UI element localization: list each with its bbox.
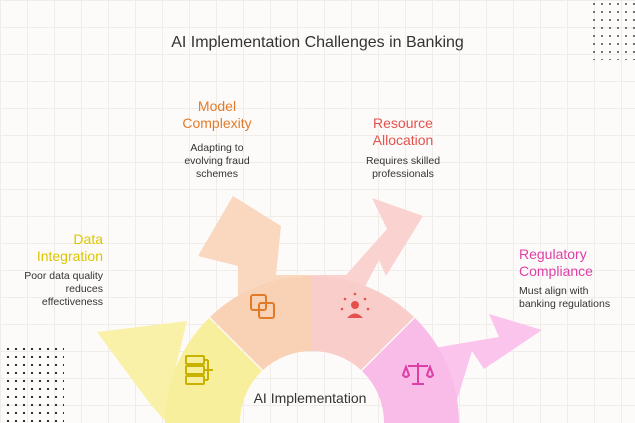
heading-model-complexity: Model Complexity: [182, 98, 252, 131]
heading-data-integration: Data Integration: [36, 231, 103, 264]
professional-person-icon: [340, 292, 370, 318]
balance-scale-icon: [401, 363, 435, 385]
database-stack-icon: [185, 355, 213, 385]
desc-regulatory-compliance: Must align with banking regulations: [519, 285, 611, 310]
page-title: AI Implementation Challenges in Banking: [171, 34, 464, 51]
desc-data-integration: Poor data quality reduces effectiveness: [24, 270, 103, 308]
heading-resource-allocation: Resource Allocation: [372, 115, 434, 148]
arc-segment-data-integration: [164, 318, 262, 423]
arrow-resource-allocation: [312, 198, 423, 300]
arrow-model-complexity: [198, 196, 312, 305]
desc-resource-allocation: Requires skilled professionals: [365, 155, 441, 180]
decorative-dots-top-right: [590, 0, 635, 60]
arc-segment-resource-allocation: [312, 275, 414, 370]
decorative-dots-bottom-left: [4, 345, 64, 423]
center-label: AI Implementation: [253, 390, 367, 406]
heading-regulatory-compliance: Regulatory Compliance: [519, 246, 593, 279]
desc-model-complexity: Adapting to evolving fraud schemes: [184, 142, 250, 180]
arc-segment-regulatory-compliance: [362, 318, 460, 423]
overlapping-squares-icon: [250, 294, 275, 319]
arc-segment-model-complexity: [210, 275, 312, 370]
